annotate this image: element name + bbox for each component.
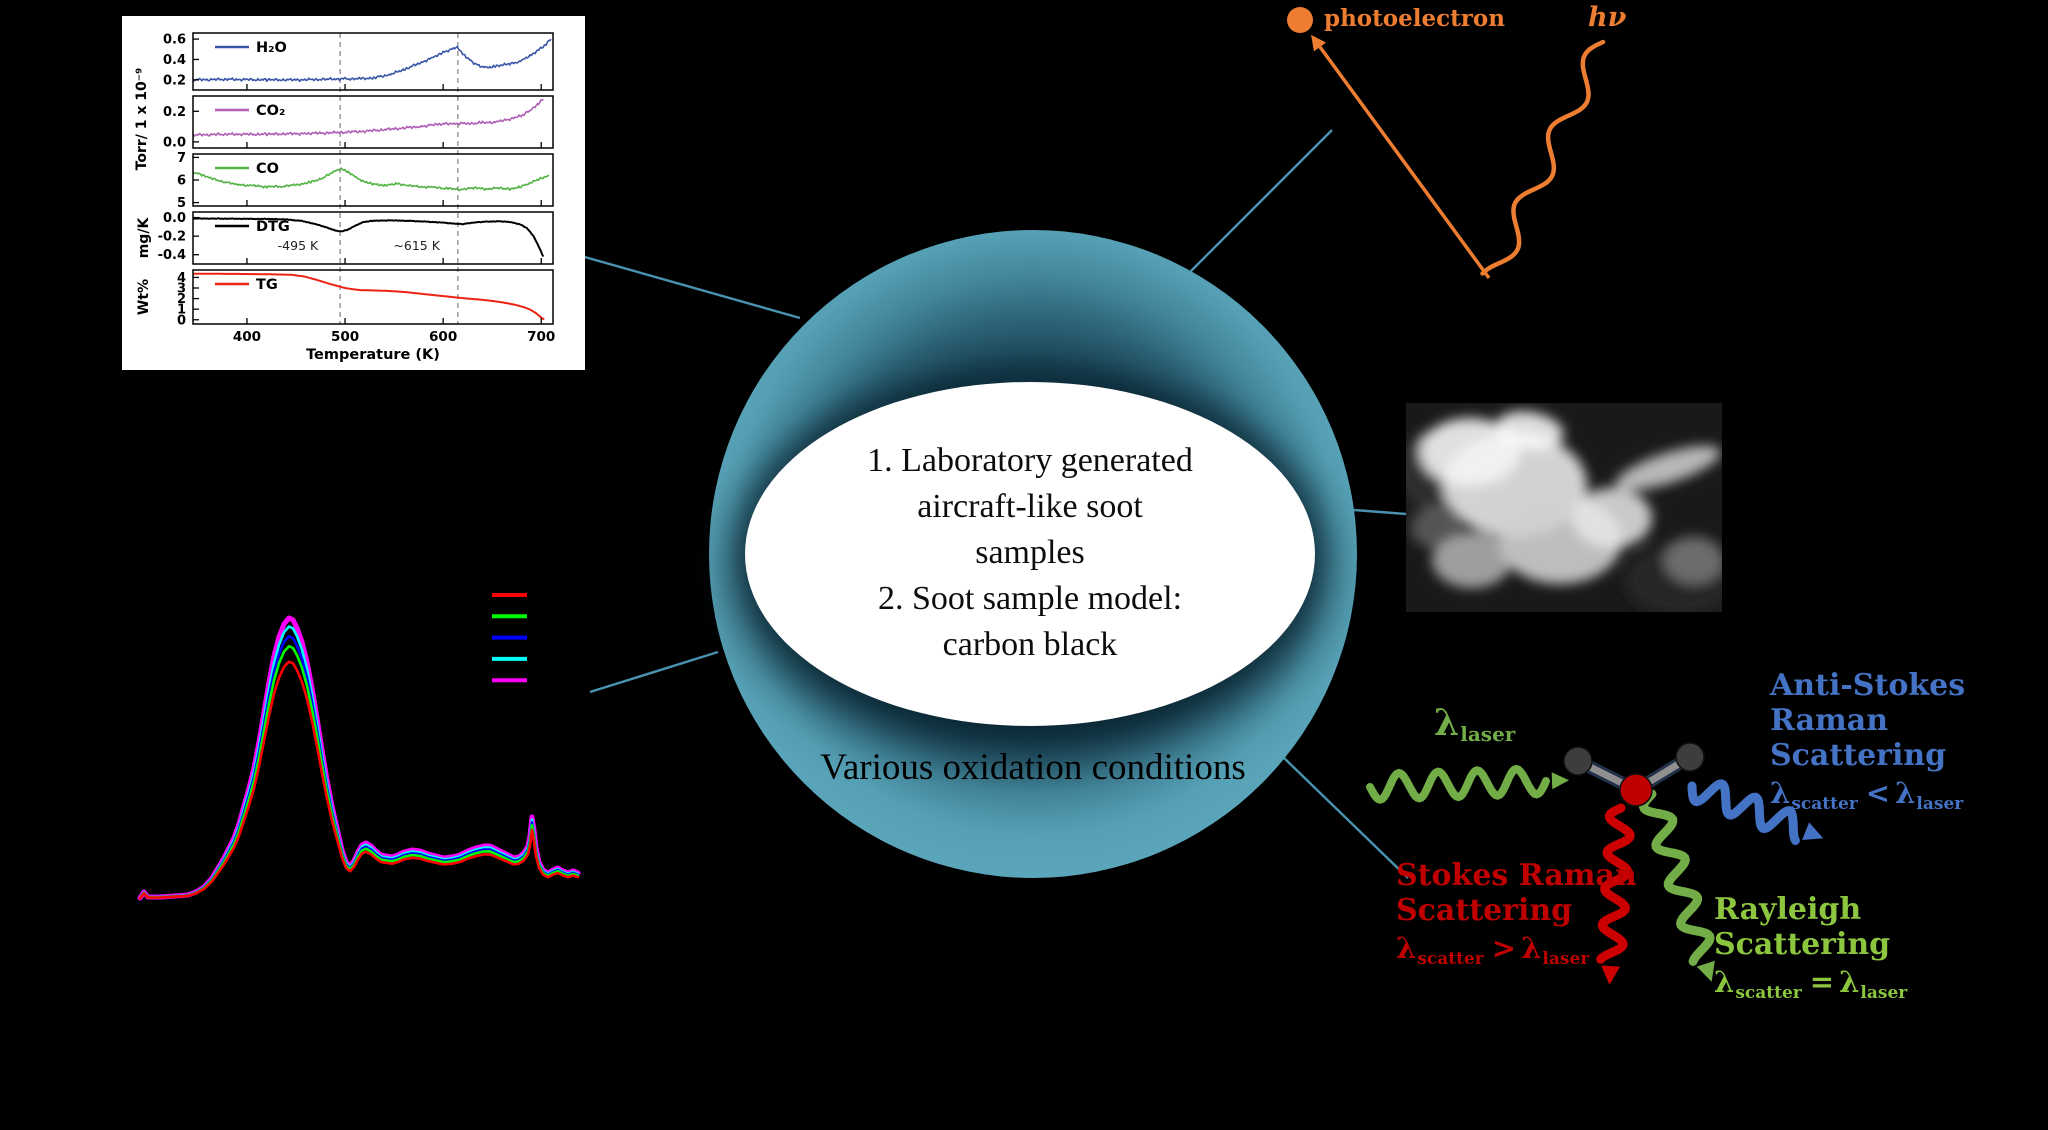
svg-text:0.2: 0.2 [163, 73, 186, 88]
comparison-operator: > [1491, 931, 1517, 965]
comparison-operator: < [1865, 776, 1891, 810]
lambda-laser-label: λlaser [1434, 702, 1518, 746]
atom [1563, 746, 1593, 776]
comparison-operator: = [1809, 965, 1835, 999]
svg-text:5: 5 [177, 196, 186, 211]
svg-text:Temperature (K): Temperature (K) [306, 347, 440, 363]
connector-lines [573, 129, 1409, 879]
atom [1675, 742, 1705, 772]
lambda-symbol: λ [1839, 965, 1860, 999]
sample-list-line: samples [975, 534, 1085, 571]
central-circle: 1. Laboratory generated aircraft-like so… [709, 230, 1357, 878]
xray-wave [1480, 39, 1606, 276]
svg-text:0.6: 0.6 [163, 33, 186, 48]
svg-text:-0.4: -0.4 [158, 248, 186, 263]
lambda-symbol: λ [1714, 965, 1735, 999]
rayleigh-line1: Rayleigh [1714, 892, 1862, 927]
scatter-subscript: scatter [1791, 794, 1858, 814]
stokes-line1: Stokes Raman [1396, 858, 1637, 893]
sample-list-line: 1. Laboratory generated [867, 442, 1193, 479]
svg-text:CO: CO [256, 161, 279, 177]
rayleigh-label: Rayleigh Scattering λscatter=λlaser [1714, 892, 1910, 1003]
sample-list: 1. Laboratory generated aircraft-like so… [745, 438, 1315, 668]
photoelectron-dot [1287, 7, 1313, 33]
svg-text:DTG: DTG [256, 219, 290, 235]
anti-stokes-line1: Anti-Stokes [1770, 668, 1966, 703]
svg-text:0.2: 0.2 [163, 105, 186, 120]
photon-hv-label: hν [1588, 2, 1627, 33]
svg-text:500: 500 [331, 329, 359, 345]
rayleigh-wave [1638, 789, 1715, 966]
central-ellipse: 1. Laboratory generated aircraft-like so… [745, 382, 1315, 726]
svg-text:4: 4 [177, 271, 186, 286]
photoelectron-label: photoelectron [1324, 5, 1505, 32]
svg-text:-495 K: -495 K [278, 238, 319, 253]
svg-text:700: 700 [527, 329, 555, 345]
svg-text:7: 7 [177, 151, 186, 166]
lambda-symbol: λ [1770, 776, 1791, 810]
svg-text:0.0: 0.0 [163, 135, 186, 150]
laser-subscript: laser [1460, 722, 1516, 746]
svg-text:6: 6 [177, 174, 186, 189]
svg-text:1: 1 [177, 303, 186, 318]
lambda-symbol: λ [1521, 931, 1542, 965]
wave-arrows [1366, 39, 1824, 985]
sample-list-line: carbon black [942, 626, 1118, 663]
svg-text:TG: TG [256, 277, 278, 293]
svg-text:0.4: 0.4 [163, 53, 186, 68]
scatter-subscript: scatter [1417, 949, 1484, 969]
lambda-symbol: λ [1396, 931, 1417, 965]
svg-text:600: 600 [429, 329, 457, 345]
svg-text:-0.2: -0.2 [158, 230, 186, 245]
rayleigh-formula: λscatter=λlaser [1714, 965, 1910, 1003]
atom [1619, 773, 1653, 807]
svg-text:3: 3 [177, 282, 186, 297]
antistokes-wave [1687, 779, 1800, 845]
laser-wave [1366, 764, 1550, 804]
oxidation-caption: Various oxidation conditions [820, 747, 1246, 788]
svg-text:Wt%: Wt% [136, 279, 152, 315]
rayleigh-line2: Scattering [1714, 927, 1891, 962]
anti-stokes-formula: λscatter<λlaser [1770, 776, 2048, 814]
laser-subscript: laser [1860, 983, 1908, 1003]
svg-text:H₂O: H₂O [256, 40, 287, 56]
stokes-label: Stokes Raman Scattering λscatter>λlaser [1396, 858, 1637, 969]
laser-subscript: laser [1916, 794, 1964, 814]
sem-image [1406, 403, 1722, 612]
lambda-symbol: λ [1895, 776, 1916, 810]
molecule [1563, 742, 1705, 807]
svg-text:2: 2 [177, 292, 186, 307]
anti-stokes-label: Anti-Stokes Raman Scattering λscatter<λl… [1770, 668, 2048, 814]
svg-text:mg/K: mg/K [136, 217, 152, 259]
lambda-symbol: λ [1434, 702, 1460, 744]
stokes-formula: λscatter>λlaser [1396, 931, 1637, 969]
svg-text:~615 K: ~615 K [393, 238, 440, 253]
svg-text:CO₂: CO₂ [256, 103, 285, 119]
laser-subscript: laser [1542, 949, 1590, 969]
stokes-wave [1596, 803, 1635, 964]
xps-diagram [1287, 7, 1491, 280]
svg-text:0: 0 [177, 313, 186, 328]
sample-list-line: aircraft-like soot [917, 488, 1143, 525]
stokes-line2: Scattering [1396, 893, 1573, 928]
sample-list-line: 2. Soot sample model: [877, 580, 1183, 617]
svg-text:400: 400 [233, 329, 261, 345]
scatter-subscript: scatter [1735, 983, 1802, 1003]
svg-text:0.0: 0.0 [163, 211, 186, 226]
svg-text:Torr/ 1 x 10⁻⁹: Torr/ 1 x 10⁻⁹ [134, 68, 150, 171]
spectrum-chart [137, 593, 581, 901]
anti-stokes-line2: Raman Scattering [1770, 703, 1947, 773]
